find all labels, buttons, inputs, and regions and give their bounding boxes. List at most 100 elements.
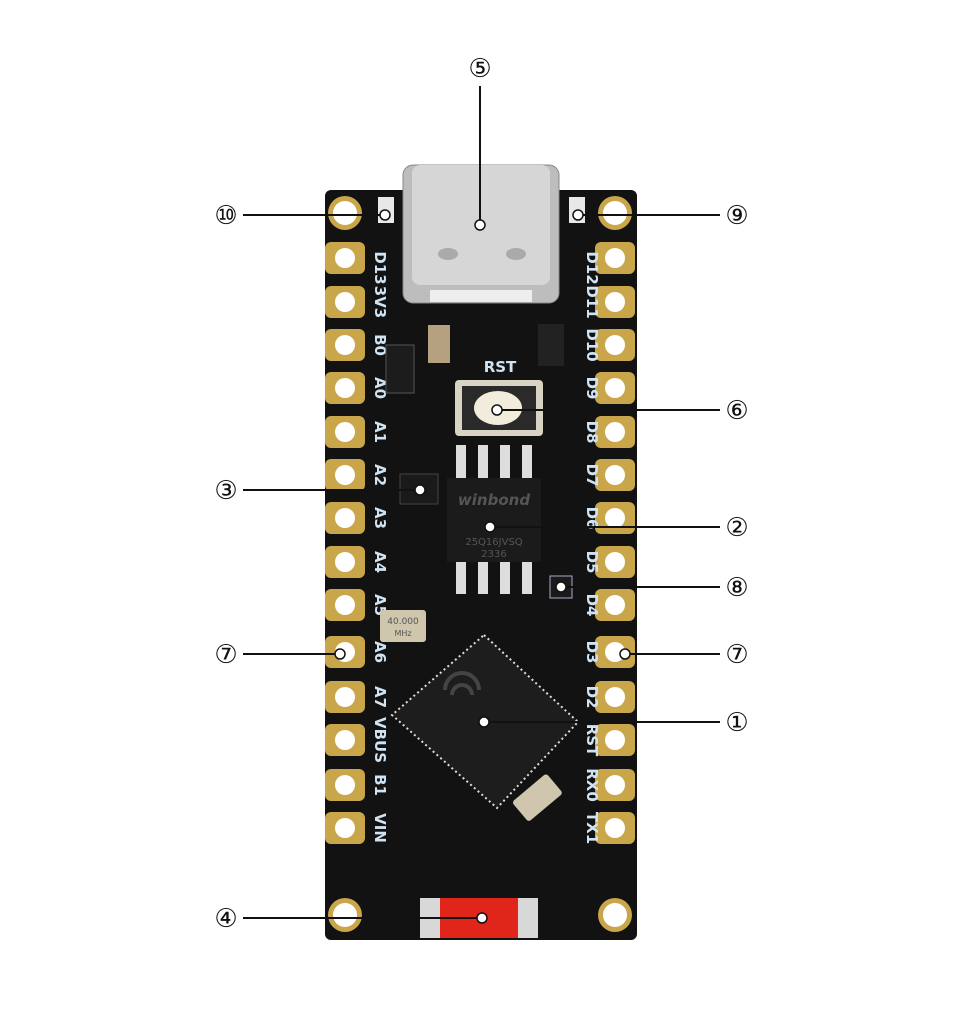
callout-number: ⑨ — [725, 201, 748, 231]
pin-label-left: A0 — [371, 377, 389, 399]
pin-label-right: D10 — [583, 328, 601, 361]
pin-label-right: D6 — [583, 507, 601, 530]
pin-label-left: A4 — [371, 551, 389, 573]
callout-number: ⑤ — [468, 54, 491, 84]
mounting-hole — [333, 903, 357, 927]
diode — [385, 344, 415, 394]
pin-label-left: B1 — [371, 774, 389, 796]
callout-number: ⑥ — [725, 396, 748, 426]
regulator — [538, 324, 564, 366]
pin-hole — [335, 248, 355, 268]
pin-label-left: A2 — [371, 464, 389, 486]
crystal-unit: MHz — [394, 629, 411, 638]
pin-hole — [605, 422, 625, 442]
pin-label-right: RST — [583, 724, 601, 757]
crystal-label: 40.000 — [387, 617, 419, 627]
callout-4: ④ — [214, 904, 488, 934]
pin-hole — [605, 292, 625, 312]
flash-brand: winbond — [458, 491, 530, 509]
pin-hole — [605, 378, 625, 398]
pin-label-left: A3 — [371, 507, 389, 529]
pin-hole — [605, 508, 625, 528]
pin-label-left: 3V3 — [371, 286, 389, 318]
pin-hole — [335, 595, 355, 615]
callout-9: ⑨ — [572, 201, 749, 231]
callout-number: ⑧ — [725, 573, 748, 603]
mounting-hole — [333, 201, 357, 225]
callout-10: ⑩ — [214, 201, 391, 231]
pin-hole — [335, 687, 355, 707]
callout-7: ⑦ — [619, 640, 749, 670]
leader-dot — [572, 209, 584, 221]
callout-5: ⑤ — [468, 54, 492, 231]
callout-2: ② — [484, 513, 749, 543]
pin-label-left: VIN — [371, 813, 389, 843]
mounting-hole — [603, 201, 627, 225]
pin-hole — [605, 818, 625, 838]
pin-hole — [335, 775, 355, 795]
pin-hole — [605, 730, 625, 750]
callout-number: ⑦ — [725, 640, 748, 670]
pin-hole — [335, 335, 355, 355]
leader-dot — [619, 648, 631, 660]
pin-label-left: A1 — [371, 421, 389, 443]
callout-8: ⑧ — [555, 573, 749, 603]
pin-label-left: VBUS — [371, 717, 389, 763]
leader-dot — [414, 484, 426, 496]
pin-label-right: D4 — [583, 594, 601, 617]
leader-dot — [484, 521, 496, 533]
pin-hole — [605, 335, 625, 355]
pin-hole — [605, 687, 625, 707]
callout-7: ⑦ — [214, 640, 346, 670]
pin-label-right: D7 — [583, 464, 601, 487]
callout-6: ⑥ — [491, 396, 749, 426]
mounting-hole — [603, 903, 627, 927]
pin-hole — [335, 422, 355, 442]
pin-label-right: D8 — [583, 421, 601, 444]
callout-1: ① — [478, 708, 749, 738]
pin-label-left: B0 — [371, 334, 389, 356]
crystal: 40.000 MHz — [380, 610, 426, 642]
pin-hole — [605, 595, 625, 615]
pin-hole — [335, 292, 355, 312]
callout-number: ⑦ — [214, 640, 237, 670]
callout-number: ⑩ — [214, 201, 237, 231]
callout-3: ③ — [214, 476, 426, 506]
callout-number: ③ — [214, 476, 237, 506]
callout-number: ② — [725, 513, 748, 543]
pin-hole — [335, 465, 355, 485]
callout-number: ④ — [214, 904, 237, 934]
reset-label: RST — [484, 358, 517, 376]
leader-dot — [379, 209, 391, 221]
pin-hole — [335, 818, 355, 838]
pin-label-left: A7 — [371, 686, 389, 708]
pin-label-right: D2 — [583, 686, 601, 709]
leader-dot — [478, 716, 490, 728]
pin-hole — [605, 642, 625, 662]
pin-hole — [335, 552, 355, 572]
pin-label-right: D11 — [583, 285, 601, 318]
pin-label-left: A6 — [371, 641, 389, 663]
callouts: ① ② ③ ④ ⑤ ⑥ ⑦ ⑦ ⑧ ⑨ ⑩ — [214, 54, 748, 934]
pin-label-right: D12 — [583, 251, 601, 284]
pin-hole — [335, 730, 355, 750]
capacitor — [428, 325, 450, 363]
pin-label-right: D9 — [583, 377, 601, 400]
pin-label-left: D13 — [371, 251, 389, 284]
pin-label-right: RX0 — [583, 768, 601, 802]
leader-dot — [474, 219, 486, 231]
pin-label-right: TX1 — [583, 812, 601, 844]
pin-hole — [335, 508, 355, 528]
pin-hole — [605, 465, 625, 485]
pin-label-right: D5 — [583, 551, 601, 574]
crystal-2 — [513, 774, 562, 821]
leader-dot — [491, 404, 503, 416]
leader-dot — [476, 912, 488, 924]
callout-number: ① — [725, 708, 748, 738]
leader-dot — [555, 581, 567, 593]
pin-hole — [605, 248, 625, 268]
flash-part: 25Q16JVSQ — [465, 537, 522, 548]
flash-chip: winbond 25Q16JVSQ 2336 — [447, 445, 541, 594]
pin-pads — [325, 196, 635, 932]
